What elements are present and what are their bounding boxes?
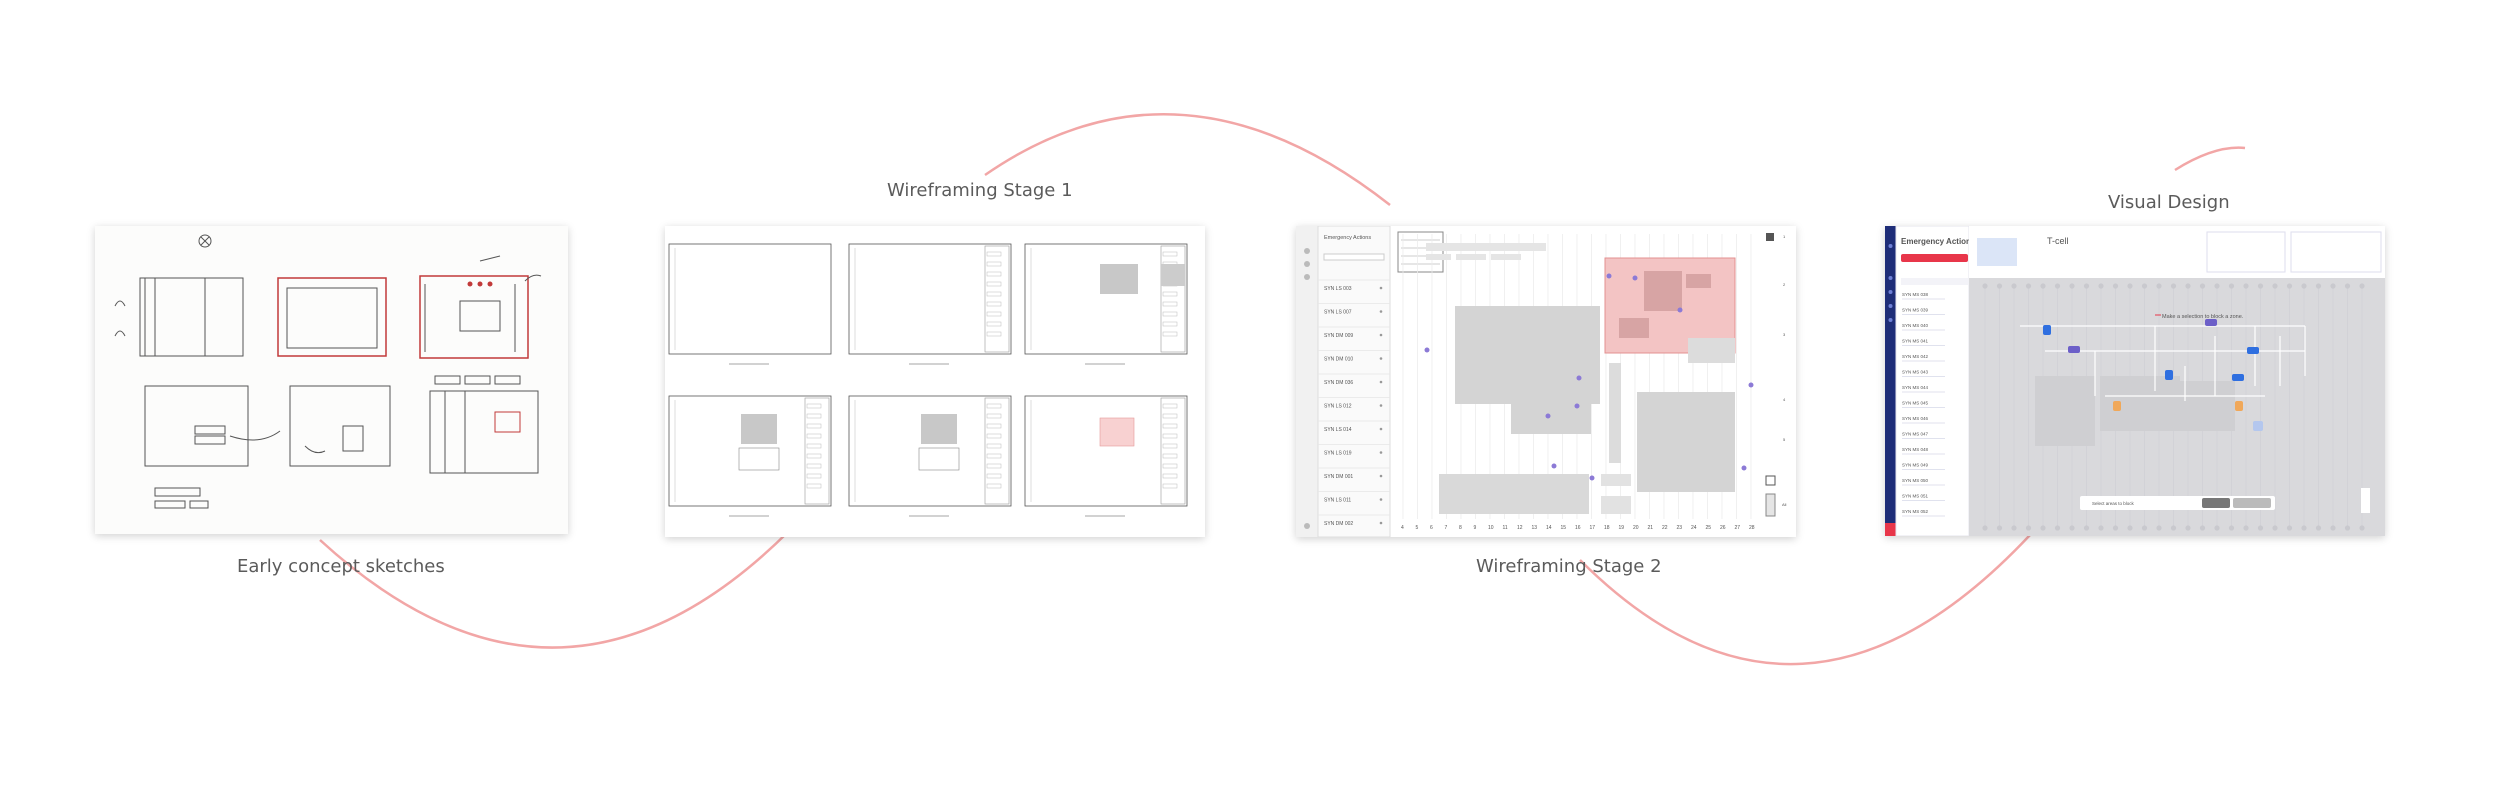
svg-text:2: 2 <box>1783 282 1786 287</box>
wire2-axis-label: 11 <box>1503 525 1508 531</box>
svg-text:1: 1 <box>1783 234 1786 239</box>
wire2-axis-label: 10 <box>1488 525 1494 531</box>
wire2-row-label: SYN DM 036 <box>1324 380 1353 386</box>
wireframe-1-panel <box>665 226 1205 537</box>
visual-row-label: SYN MS 041 <box>1902 339 1929 344</box>
wire2-axis-label: 17 <box>1590 525 1596 531</box>
wireframe-1-frame <box>668 243 832 365</box>
visual-row-label: SYN MS 045 <box>1902 401 1929 406</box>
wire2-row-label: SYN LS 003 <box>1324 286 1352 292</box>
wire2-axis-label: 19 <box>1619 525 1625 531</box>
wireframe-1-frame <box>668 395 832 517</box>
stage-label-sketches: Early concept sketches <box>237 556 445 577</box>
wire2-axis-label: 14 <box>1546 525 1552 531</box>
svg-text:5: 5 <box>1783 437 1786 442</box>
visual-row-label: SYN MS 039 <box>1902 308 1929 313</box>
arc-sketches-to-wire1 <box>319 529 791 649</box>
stage-label-visual-design: Visual Design <box>2108 192 2230 213</box>
wireframe-1-frame <box>1024 243 1188 365</box>
wire2-axis-label: 12 <box>1517 525 1523 531</box>
wire2-axis-label: 7 <box>1445 525 1448 531</box>
wireframe-1-frame <box>848 395 1012 517</box>
visual-row-label: SYN MS 049 <box>1902 463 1929 468</box>
wire2-row-label: SYN LS 019 <box>1324 451 1352 457</box>
wire2-axis-label: 26 <box>1720 525 1726 531</box>
wire2-sidebar-title: Emergency Actions <box>1324 235 1371 241</box>
wire2-axis-label: 24 <box>1691 525 1697 531</box>
arc-wire1-to-wire2 <box>984 113 1391 206</box>
wireframe-1-frame <box>848 243 1012 365</box>
wire2-row-label: SYN DM 009 <box>1324 333 1353 339</box>
wire2-row-label: SYN DM 001 <box>1324 474 1353 480</box>
visual-row-label: SYN MS 042 <box>1902 354 1929 359</box>
wire2-axis-label: 18 <box>1604 525 1610 531</box>
wireframe-1-drawing <box>668 243 1188 517</box>
svg-text:3: 3 <box>1783 332 1786 337</box>
wire2-row-label: SYN LS 011 <box>1324 498 1351 504</box>
visual-row-label: SYN MS 044 <box>1902 385 1929 390</box>
visual-row-label: SYN MS 048 <box>1902 447 1929 452</box>
wireframe-1-frame <box>1024 395 1188 517</box>
stage-label-wireframe-2: Wireframing Stage 2 <box>1476 556 1662 577</box>
wire2-row-label: SYN DM 010 <box>1324 357 1353 363</box>
wire2-row-label: SYN LS 014 <box>1324 427 1352 433</box>
wire2-axis-label: 21 <box>1648 525 1654 531</box>
stage-label-wireframe-1: Wireframing Stage 1 <box>887 180 1073 201</box>
wire2-axis-label: 9 <box>1474 525 1477 531</box>
sketches-panel <box>95 226 568 534</box>
wire2-axis-label: 16 <box>1575 525 1581 531</box>
wire2-axis-label: 27 <box>1735 525 1741 531</box>
visual-row-label: SYN MS 050 <box>1902 478 1929 483</box>
wire2-axis-label: 4 <box>1401 525 1404 531</box>
wire2-axis-label: 5 <box>1416 525 1419 531</box>
wire2-axis-label: 13 <box>1532 525 1538 531</box>
visual-cell-title: T-cell <box>2047 236 2069 246</box>
wire2-axis-label: 25 <box>1706 525 1712 531</box>
wire2-row-label: SYN LS 012 <box>1324 404 1352 410</box>
wire2-axis-label: 20 <box>1633 525 1639 531</box>
arc-visual-top <box>2174 146 2246 172</box>
app-rail <box>1885 226 1896 536</box>
visual-row-label: SYN MS 040 <box>1902 323 1929 328</box>
svg-text:All: All <box>1782 502 1787 507</box>
wire2-axis-label: 28 <box>1749 525 1755 531</box>
visual-row-label: SYN MS 047 <box>1902 432 1929 437</box>
visual-sidebar-title: Emergency Actions <box>1901 237 1976 246</box>
wire2-axis-label: 23 <box>1677 525 1683 531</box>
visual-row-label: SYN MS 052 <box>1902 509 1929 514</box>
wire2-axis-label: 8 <box>1459 525 1462 531</box>
visual-row-label: SYN MS 043 <box>1902 370 1929 375</box>
wire2-axis-label: 15 <box>1561 525 1567 531</box>
arc-wire2-to-visual <box>1579 534 2031 666</box>
wire2-row-label: SYN LS 007 <box>1324 310 1352 316</box>
visual-row-label: SYN MS 051 <box>1902 494 1929 499</box>
wire2-axis-label: 6 <box>1430 525 1433 531</box>
wire2-row-label: SYN DM 002 <box>1324 521 1353 527</box>
wire2-axis-label: 22 <box>1662 525 1668 531</box>
sketches-drawing <box>114 234 542 509</box>
svg-text:4: 4 <box>1783 397 1786 402</box>
visual-bar-text: Select areas to block <box>2092 501 2135 506</box>
visual-row-label: SYN MS 046 <box>1902 416 1929 421</box>
visual-row-label: SYN MS 038 <box>1902 292 1929 297</box>
visual-callout: Make a selection to block a zone. <box>2162 314 2244 320</box>
